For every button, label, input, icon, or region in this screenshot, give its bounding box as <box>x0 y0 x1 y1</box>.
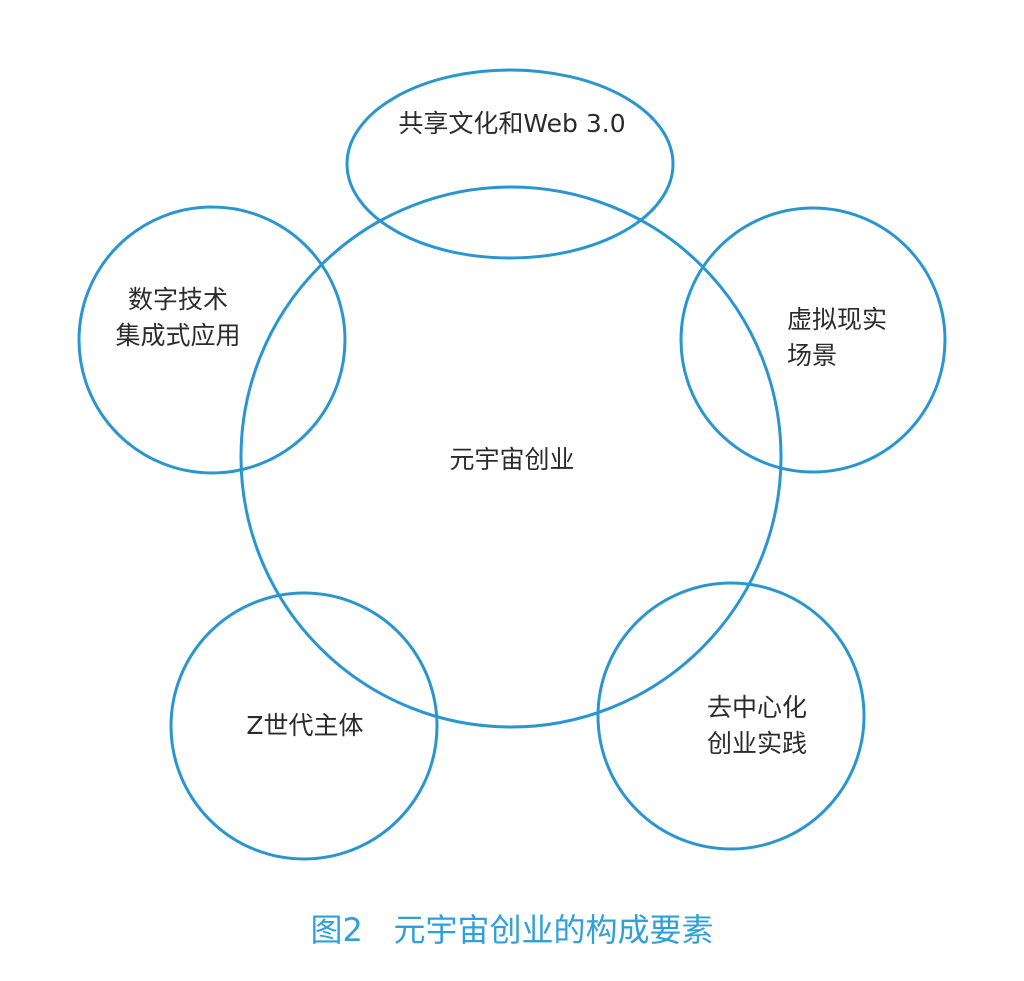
label-digital-tech-line1: 数字技术 <box>127 285 229 314</box>
bottom-left-circle <box>169 591 439 861</box>
left-circle <box>77 205 347 475</box>
top-ellipse <box>345 68 675 260</box>
figure-caption: 图2 元宇宙创业的构成要素 <box>311 905 714 951</box>
label-gen-z: Z世代主体 <box>246 711 364 740</box>
center-circle <box>239 185 783 729</box>
label-shared-culture-web3: 共享文化和Web 3.0 <box>398 109 626 138</box>
label-decentral-line1: 去中心化 <box>706 693 808 722</box>
label-center: 元宇宙创业 <box>449 445 575 474</box>
figure-title: 元宇宙创业的构成要素 <box>393 911 714 949</box>
figure-number: 图2 <box>310 911 363 949</box>
right-circle <box>679 206 947 474</box>
label-digital-tech-line2: 集成式应用 <box>115 321 241 350</box>
label-decentral-line2: 创业实践 <box>706 729 808 758</box>
label-vr-line1: 虚拟现实 <box>787 305 888 334</box>
label-vr-line2: 场景 <box>787 341 838 370</box>
bottom-right-circle <box>596 581 866 851</box>
